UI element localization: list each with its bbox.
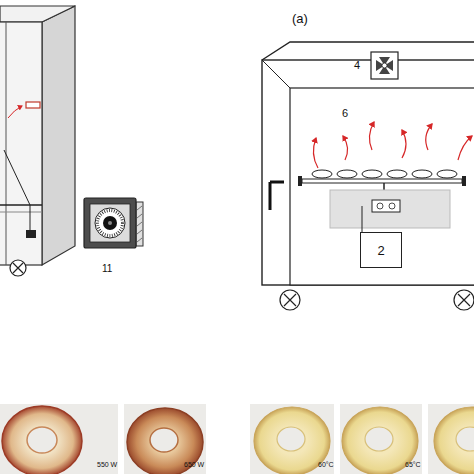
- sample-tray-part: [462, 176, 466, 186]
- sample-tray-part: [298, 176, 302, 186]
- hot-air-arrows-part: [402, 130, 406, 158]
- convective-oven-part: [290, 88, 474, 285]
- sample-tray-part: [302, 179, 462, 183]
- sample-tray-part: [437, 170, 457, 178]
- oven-dried-photos-part: [456, 427, 474, 451]
- hot-air-arrows-part: [426, 124, 432, 150]
- hot-air-arrows-part: [343, 136, 348, 160]
- power-controller-part: [136, 202, 143, 246]
- microwave-cabinet-part: [10, 260, 26, 276]
- microwave-cabinet: [0, 6, 75, 276]
- balance-box: 2: [360, 232, 402, 268]
- power-controller-part: [103, 216, 117, 230]
- microwave-cabinet-part: [6, 22, 7, 265]
- callout-number: 11: [102, 264, 112, 274]
- power-controller-part: [108, 221, 112, 225]
- microwave-cabinet-part: [42, 6, 75, 265]
- sample-tray: [298, 170, 466, 186]
- convective-oven-part: [262, 60, 474, 285]
- power-controller-part: [95, 208, 125, 238]
- microwave-cabinet-part: [26, 102, 40, 108]
- power-controller-part: [90, 204, 130, 242]
- oven-dried-photos-part: [277, 427, 305, 451]
- oven-dried-photos-part: [340, 404, 422, 474]
- oven-dried-photos-part: [365, 427, 393, 451]
- power-controller-part: [84, 198, 136, 248]
- balance-part: [372, 200, 400, 212]
- fan-part: [376, 57, 393, 74]
- microwave-dried-photos-part: [27, 427, 57, 453]
- balance-part: [330, 190, 450, 228]
- power-controller-part: [98, 211, 123, 236]
- microwave-dried-photos-part: [2, 406, 82, 474]
- power-controller: [84, 198, 143, 248]
- oven-dried-photos-part: [434, 407, 474, 474]
- sample-tray-part: [387, 170, 407, 178]
- microwave-cabinet-part: [0, 22, 42, 265]
- balance-part: [389, 203, 395, 209]
- microwave-cabinet-part: [13, 263, 23, 273]
- temperature-label: 65°C: [405, 461, 421, 468]
- microwave-cabinet-part: [0, 212, 42, 213]
- sample-tray-part: [412, 170, 432, 178]
- convective-oven-part: [262, 42, 474, 60]
- microwave-dried-photos-part: [150, 428, 178, 452]
- balance-part: [377, 203, 383, 209]
- convective-oven: [262, 42, 474, 310]
- fan: [371, 52, 398, 79]
- convective-oven-part: [280, 290, 300, 310]
- hot-air-arrows-part: [458, 136, 472, 160]
- power-label: 650 W: [184, 461, 204, 468]
- microwave-cabinet-part: [4, 150, 30, 205]
- microwave-dried-photos: [0, 404, 206, 474]
- callout-number: 6: [342, 108, 348, 119]
- microwave-cabinet-part: [0, 6, 75, 22]
- convective-oven-part: [284, 294, 296, 306]
- convective-oven-part: [262, 60, 290, 88]
- microwave-cabinet-part: [26, 230, 36, 238]
- fan-part: [382, 63, 387, 68]
- microwave-cabinet-part: [0, 204, 42, 205]
- convective-oven-part: [454, 290, 474, 310]
- convective-oven-part: [458, 294, 470, 306]
- convective-oven-part: [270, 182, 284, 210]
- callout-number: 4: [354, 60, 360, 71]
- fan-part: [371, 52, 398, 79]
- hot-air-arrows-part: [369, 122, 374, 150]
- sample-tray-part: [337, 170, 357, 178]
- oven-dried-photos: [250, 404, 474, 474]
- sample-tray-part: [362, 170, 382, 178]
- hot-air-arrows-part: [313, 138, 318, 168]
- power-controller-part: [137, 206, 142, 242]
- microwave-cabinet-part: [8, 106, 22, 118]
- oven-dried-photos-part: [250, 404, 334, 474]
- temperature-label: 60°C: [318, 461, 334, 468]
- hot-air-arrows: [313, 122, 472, 168]
- panel-label: (a): [292, 12, 308, 25]
- node-label: 2: [377, 243, 384, 258]
- sample-tray-part: [312, 170, 332, 178]
- power-label: 550 W: [97, 461, 117, 468]
